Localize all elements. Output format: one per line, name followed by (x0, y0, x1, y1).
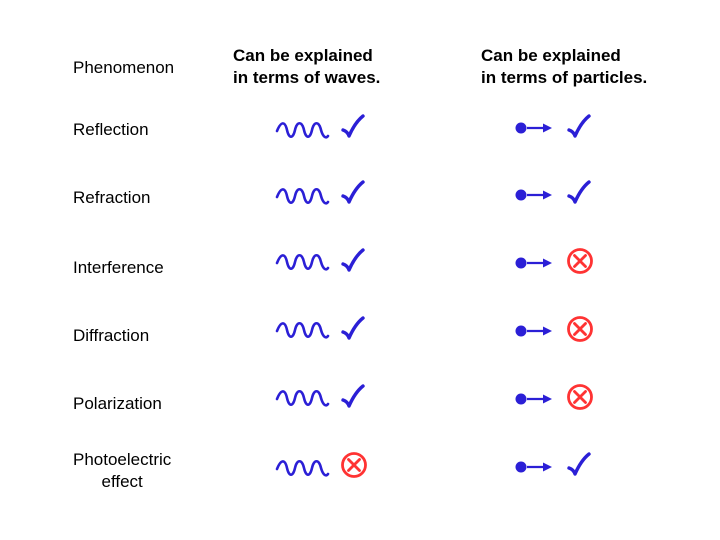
row-label: Refraction (73, 188, 151, 207)
row-label: Reflection (73, 120, 149, 139)
wave-icon (275, 185, 330, 207)
header-particles-line1: Can be explained (481, 46, 621, 65)
waves-mark-check-icon (340, 247, 366, 273)
header-waves-line1: Can be explained (233, 46, 373, 65)
wave-icon (275, 319, 330, 341)
wave-icon (275, 457, 330, 479)
row-label-line1: Photoelectric (73, 450, 172, 469)
particle-arrow-icon (515, 457, 555, 477)
waves-mark-check-icon (340, 315, 366, 341)
header-waves-line2: in terms of waves. (233, 68, 381, 87)
particles-mark-cross-circle-icon (566, 315, 594, 343)
particles-mark-cross-circle-icon (566, 383, 594, 411)
particles-mark-check-icon (566, 179, 592, 205)
row-label: Photoelectric effect (73, 449, 171, 493)
particle-arrow-icon (515, 321, 555, 341)
header-particles-line2: in terms of particles. (481, 68, 648, 87)
particles-mark-check-icon (566, 451, 592, 477)
row-label: Diffraction (73, 326, 150, 345)
particle-arrow-icon (515, 118, 555, 138)
row-label: Polarization (73, 394, 162, 413)
wave-icon (275, 251, 330, 273)
table-row-diffraction: Diffraction (0, 309, 720, 359)
wave-icon (275, 387, 330, 409)
waves-mark-check-icon (340, 383, 366, 409)
waves-mark-check-icon (340, 113, 366, 139)
table-row-polarization: Polarization (0, 377, 720, 427)
row-label: Interference (73, 258, 164, 277)
table-row-refraction: Refraction (0, 173, 720, 223)
particle-arrow-icon (515, 389, 555, 409)
row-label-line2: effect (101, 472, 143, 491)
wave-icon (275, 119, 330, 141)
waves-mark-check-icon (340, 179, 366, 205)
table-row-reflection: Reflection (0, 105, 720, 155)
particles-mark-check-icon (566, 113, 592, 139)
particles-mark-cross-circle-icon (566, 247, 594, 275)
waves-mark-cross-circle-icon (340, 451, 368, 479)
table-row-photoelectric: Photoelectric effect (0, 445, 720, 495)
header-phenomenon: Phenomenon (73, 58, 175, 77)
header-particles: Can be explained in terms of particles. (481, 45, 647, 89)
header-waves: Can be explained in terms of waves. (233, 45, 380, 89)
particle-arrow-icon (515, 253, 555, 273)
table-row-interference: Interference (0, 241, 720, 291)
particle-arrow-icon (515, 185, 555, 205)
